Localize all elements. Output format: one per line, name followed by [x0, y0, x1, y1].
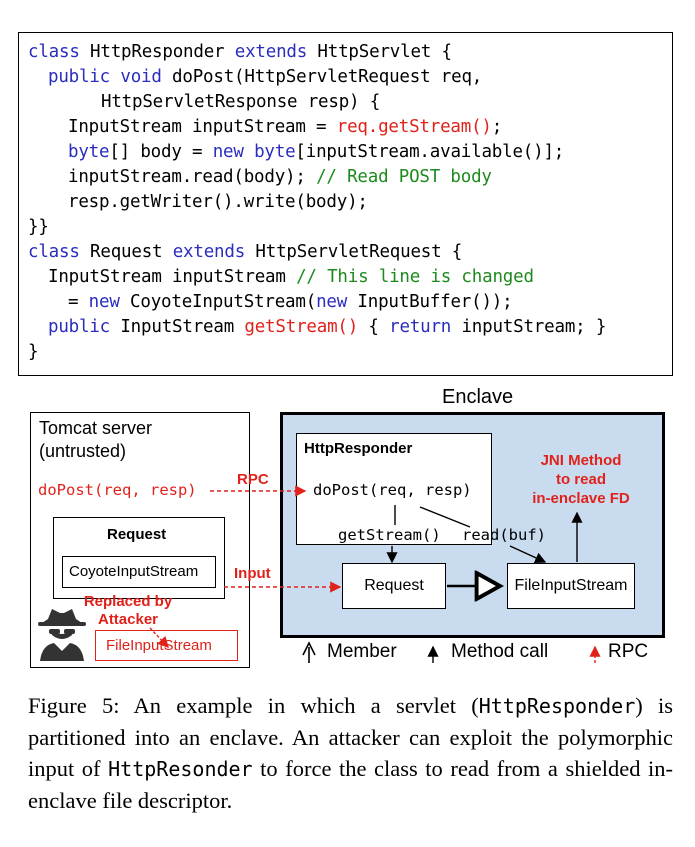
code-line-10: InputStream inputStream // This line is … — [48, 267, 534, 287]
figure-caption: Figure 5: An example in which a servlet … — [28, 690, 673, 816]
input-label: Input — [234, 565, 271, 582]
attacker-file-input-stream-box — [95, 630, 238, 661]
caption-text-1: Figure 5: An example in which a servlet … — [28, 693, 479, 718]
code-line-11: = new CoyoteInputStream(new InputBuffer(… — [68, 292, 513, 312]
replaced-label: Replaced by — [83, 593, 173, 610]
code-line-8: }} — [28, 217, 49, 237]
coyote-input-stream-box — [62, 556, 216, 588]
legend-rpc-label: RPC — [608, 641, 649, 662]
coyote-input-stream-label: CoyoteInputStream — [69, 563, 199, 580]
attacker-icon — [38, 609, 86, 661]
attacker-label: Attacker — [97, 611, 159, 628]
tomcat-dopost: doPost(req, resp) — [38, 481, 197, 499]
readbuf-arrow — [509, 545, 547, 564]
enclave-request-label: Request — [364, 577, 424, 594]
legend-method-label: Method call — [451, 641, 549, 662]
readbuf-label: read(buf) — [462, 526, 546, 544]
caption-text-2: ) is partitioned into an enclave. An att… — [28, 693, 674, 781]
httpresponder-title: HttpResponder — [304, 440, 413, 457]
legend-member-head — [302, 641, 316, 656]
enclave-dopost: doPost(req, resp) — [313, 481, 472, 499]
caption-code-1: HttpResponder — [478, 694, 636, 718]
diagram-arrows — [149, 485, 601, 663]
code-line-7: resp.getWriter().write(body); — [68, 192, 368, 212]
code-line-2: public void doPost(HttpServletRequest re… — [48, 67, 483, 87]
enclave-file-input-stream-box — [507, 563, 635, 609]
code-listing: class HttpResponder extends HttpServlet … — [18, 32, 673, 376]
jni-to-read-label: to read — [555, 471, 606, 488]
enclave-request-box — [342, 563, 446, 609]
jni-fd-label: in-enclave FD — [532, 490, 630, 507]
read-link — [419, 506, 471, 528]
replaced-arrow — [149, 627, 169, 649]
jni-method-label: JNI Method — [540, 452, 622, 469]
code-line-6: inputStream.read(body); // Read POST bod… — [68, 167, 492, 187]
httpresponder-box — [296, 433, 492, 545]
tomcat-title: Tomcat server — [39, 418, 153, 438]
caption-code-2: HttpResonder — [108, 757, 253, 781]
caption-text-3: to force the class to read from a shield… — [28, 756, 673, 813]
code-line-9: class Request extends HttpServletRequest… — [28, 242, 463, 262]
tomcat-subtitle: (untrusted) — [39, 441, 127, 461]
untrusted-request-title: Request — [107, 526, 167, 543]
enclave-title: Enclave — [442, 386, 514, 408]
code-line-12: public InputStream getStream() { return … — [48, 317, 607, 337]
code-line-13: } — [28, 342, 39, 362]
legend-member-label: Member — [327, 641, 397, 662]
architecture-diagram: Enclave Tomcat server (untrusted) doPost… — [0, 385, 695, 675]
getstream-label: getStream() — [338, 526, 441, 544]
code-line-5: byte[] body = new byte[inputStream.avail… — [68, 142, 565, 162]
rpc-label: RPC — [237, 471, 269, 488]
enclave-file-input-stream-label: FileInputStream — [514, 577, 628, 594]
code-line-4: InputStream inputStream = req.getStream(… — [68, 117, 503, 137]
code-line-3: HttpServletResponse resp) { — [101, 92, 381, 112]
code-line-1: class HttpResponder extends HttpServlet … — [28, 42, 452, 62]
